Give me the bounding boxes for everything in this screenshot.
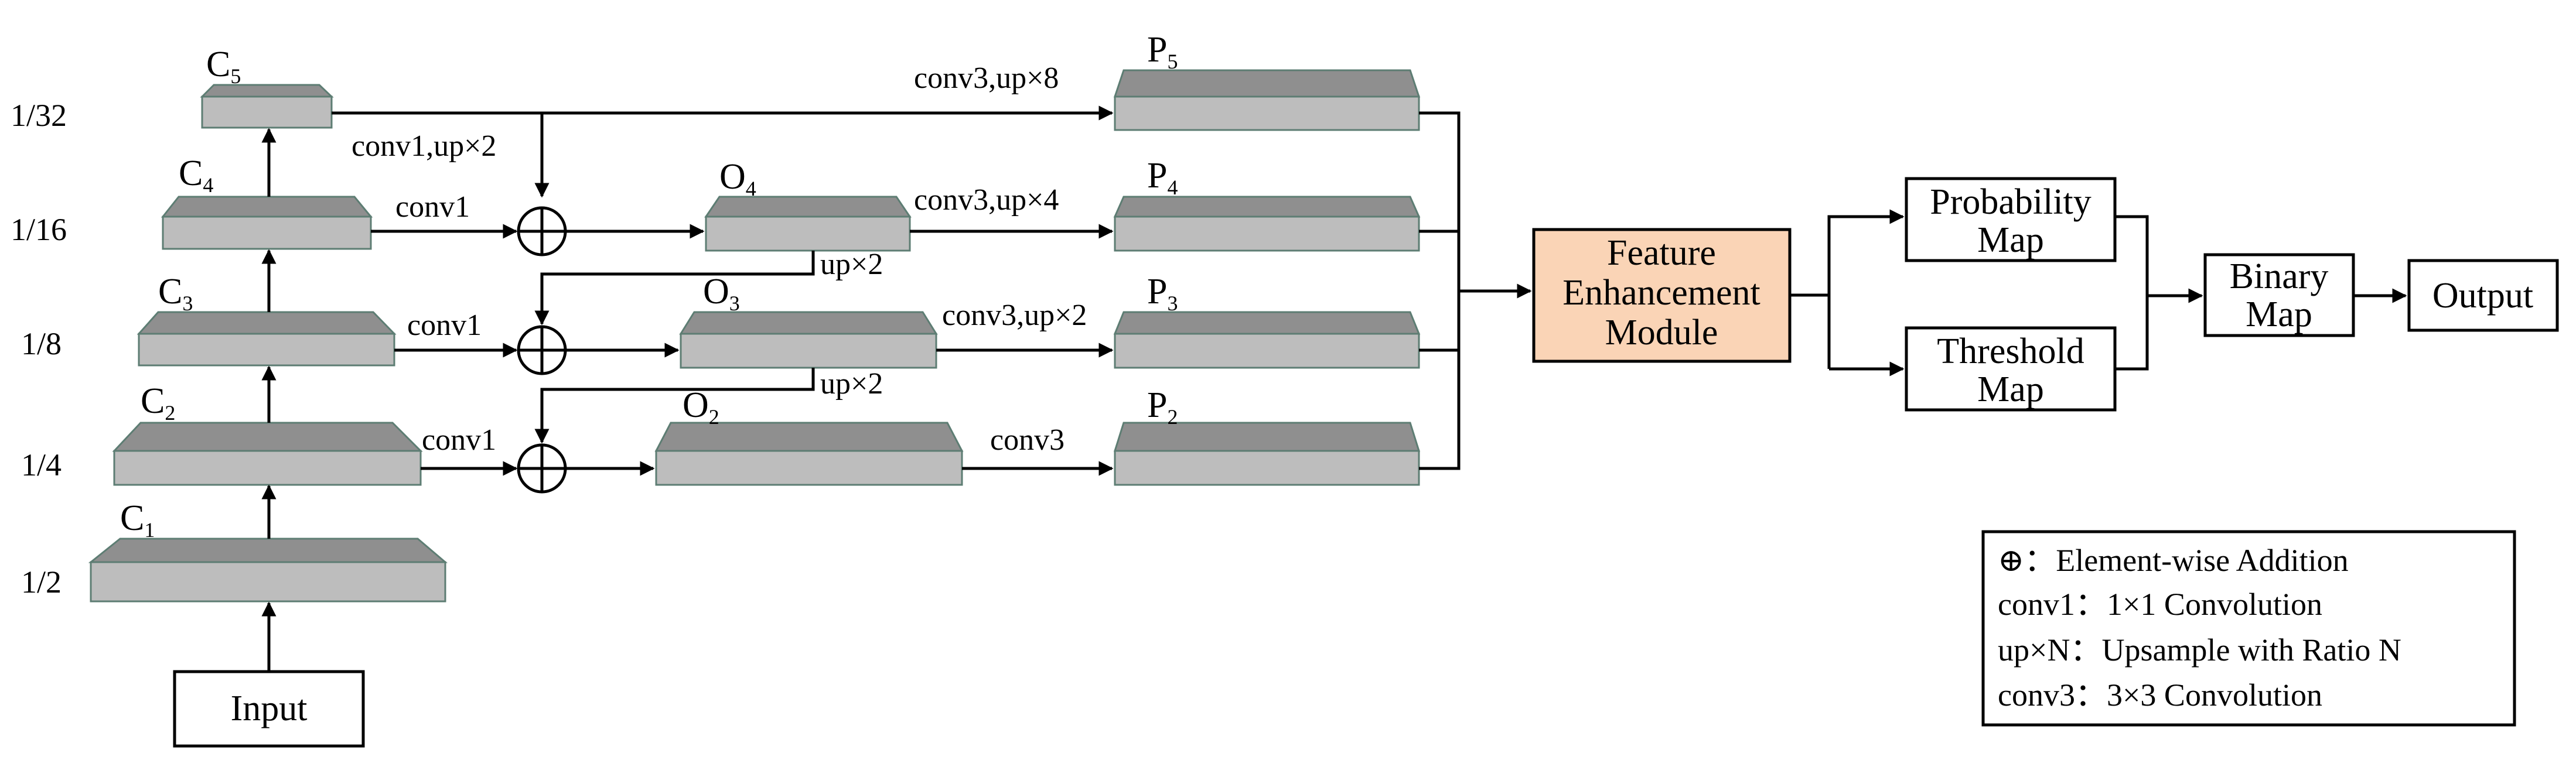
edge-label-o3-p3: conv3,up×2 — [942, 299, 1087, 332]
label-p3: P3 — [1147, 272, 1178, 315]
legend-row-upsample: up×N：Upsample with Ratio N — [1998, 632, 2401, 668]
edge-label-o2-p2: conv3 — [990, 423, 1064, 457]
label-c3: C3 — [158, 272, 193, 315]
threshold-map-line-1: Threshold — [1937, 331, 2084, 371]
arrow-o4-add3 — [534, 251, 815, 326]
feature-map-c4 — [161, 196, 373, 250]
edge-label-o4-up: up×2 — [820, 248, 883, 281]
label-c5: C5 — [206, 45, 241, 88]
feature-map-p3 — [1113, 311, 1421, 369]
arrow-fem-probability — [1827, 209, 1905, 369]
legend: ⊕：Element-wise Addition conv1：1×1 Convol… — [1981, 530, 2516, 727]
threshold-map-node: Threshold Map — [1905, 326, 2117, 412]
scale-label-1-2: 1/2 — [21, 564, 62, 600]
label-o4: O4 — [719, 157, 756, 200]
edge-label-o4-p4: conv3,up×4 — [914, 183, 1059, 217]
edge-label-c5-p5: conv3,up×8 — [914, 61, 1059, 95]
fem-label-line-3: Module — [1605, 313, 1718, 353]
label-p4: P4 — [1147, 156, 1178, 199]
feature-map-p5 — [1113, 69, 1421, 131]
output-node: Output — [2407, 259, 2559, 332]
label-p5: P5 — [1147, 30, 1178, 73]
feature-map-p2 — [1113, 422, 1421, 486]
edge-label-c3-conv: conv1 — [407, 309, 482, 342]
fem-label-line-2: Enhancement — [1562, 273, 1760, 313]
legend-row-addition: ⊕：Element-wise Addition — [1998, 543, 2349, 578]
connector-probability — [2115, 215, 2149, 371]
edge-label-c4-conv: conv1 — [395, 190, 470, 224]
feature-map-o4 — [704, 196, 912, 252]
scale-label-1-4: 1/4 — [21, 447, 62, 482]
output-label: Output — [2432, 276, 2533, 316]
binary-map-line-1: Binary — [2230, 256, 2329, 296]
binary-map-node: Binary Map — [2203, 253, 2355, 337]
probability-map-line-2: Map — [1977, 220, 2044, 260]
probability-map-line-1: Probability — [1930, 182, 2091, 222]
feature-enhancement-module: Feature Enhancement Module — [1532, 228, 1792, 363]
feature-map-c2 — [112, 422, 423, 486]
label-c2: C2 — [141, 381, 175, 425]
label-c1: C1 — [120, 498, 155, 542]
probability-map-node: Probability Map — [1905, 177, 2117, 262]
edge-label-c5-down: conv1,up×2 — [352, 129, 496, 163]
feature-map-c3 — [137, 311, 397, 367]
edge-label-c2-conv: conv1 — [422, 423, 496, 457]
input-node: Input — [173, 670, 365, 748]
connector-p5 — [1419, 111, 1461, 470]
threshold-map-line-2: Map — [1977, 369, 2044, 409]
label-o2: O2 — [683, 385, 719, 429]
scale-label-1-32: 1/32 — [11, 98, 67, 133]
feature-map-o3 — [679, 311, 938, 369]
input-label: Input — [231, 689, 308, 728]
binary-map-line-2: Map — [2246, 295, 2312, 334]
add-node-4 — [517, 206, 567, 256]
feature-map-c5 — [200, 84, 334, 129]
add-node-2 — [517, 443, 567, 494]
edge-label-o3-up: up×2 — [820, 367, 883, 401]
scale-label-1-8: 1/8 — [21, 326, 62, 361]
feature-map-p4 — [1113, 196, 1421, 252]
label-o3: O3 — [703, 272, 740, 315]
feature-map-c1 — [88, 538, 448, 603]
add-node-3 — [517, 325, 567, 375]
legend-row-conv1: conv1：1×1 Convolution — [1998, 587, 2322, 622]
label-p2: P2 — [1147, 385, 1178, 429]
feature-map-o2 — [654, 422, 964, 486]
label-c4: C4 — [179, 153, 213, 197]
legend-row-conv3: conv3：3×3 Convolution — [1998, 677, 2322, 713]
scale-label-1-16: 1/16 — [11, 212, 67, 247]
arrow-o3-add2 — [534, 368, 815, 444]
fem-label-line-1: Feature — [1607, 233, 1716, 273]
